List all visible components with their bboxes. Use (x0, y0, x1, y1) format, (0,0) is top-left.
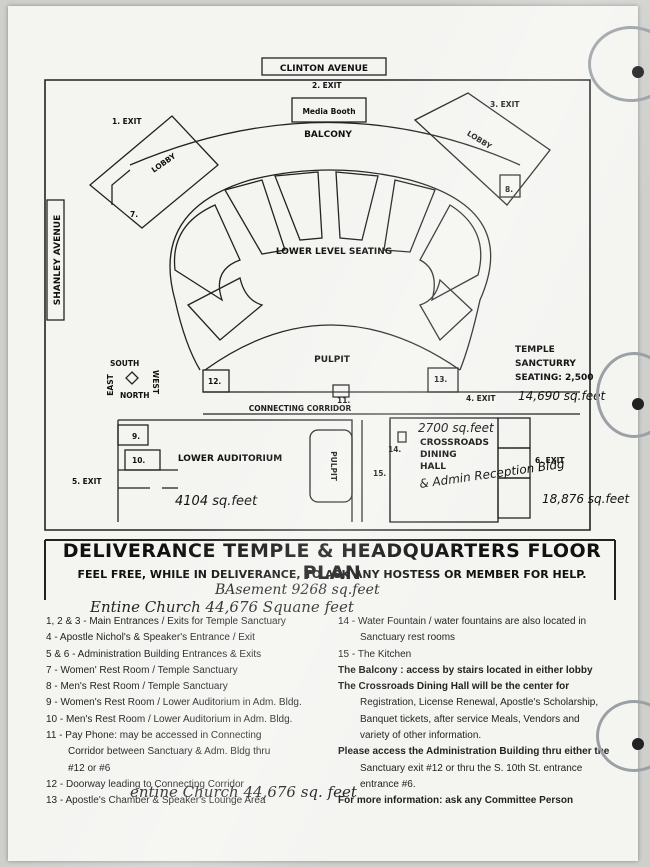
floor-plan-title: DELIVERANCE TEMPLE & HEADQUARTERS FLOOR … (62, 540, 602, 584)
legend-item: 5 & 6 - Administration Building Entrance… (46, 648, 262, 660)
legend-item: variety of other information. (360, 730, 482, 742)
room-9-label: 9. (132, 432, 140, 441)
legend-item: 13 - Apostle's Chamber & Speaker's Loung… (46, 795, 266, 807)
room-10-label: 10. (132, 456, 145, 465)
street-shanley-avenue: SHANLEY AVENUE (53, 215, 63, 306)
room-14-label: 14. (388, 445, 401, 454)
handwritten-sanctuary-sqft: 14,690 sq.feet (518, 389, 606, 403)
legend-item: Sanctuary exit #12 or thru the S. 10th S… (360, 762, 583, 774)
legend-item: 9 - Women's Rest Room / Lower Auditorium… (46, 697, 302, 709)
media-booth-label: Media Booth (302, 107, 355, 116)
left-lobby-label: LOBBY (150, 151, 178, 174)
legend-item: 11 - Pay Phone: may be accessed in Conne… (46, 730, 262, 742)
right-lobby-label: LOBBY (465, 129, 493, 151)
dining-hall-line-3: HALL (420, 462, 446, 472)
floor-plan-subtitle: FEEL FREE, WHILE IN DELIVERANCE, TO ASK … (77, 568, 587, 581)
legend-item: Banquet tickets, after service Meals, Ve… (360, 713, 580, 725)
pulpit-vertical-label: PULPIT (329, 451, 338, 482)
handwritten-auditorium-sqft: 4104 sq.feet (175, 494, 258, 509)
legend-item: 10 - Men's Rest Room / Lower Auditorium … (46, 713, 293, 725)
exit-5-label: 5. EXIT (72, 477, 102, 486)
exit-4-label: 4. EXIT (466, 394, 496, 403)
handwritten-basement-note: BAsement 9268 sq.feet (215, 582, 380, 598)
room-12-label: 12. (208, 377, 221, 386)
legend-item: 15 - The Kitchen (338, 648, 412, 660)
binder-ring-bottom (596, 700, 650, 772)
legend-item: Please access the Administration Buildin… (338, 746, 610, 758)
lower-level-seating-label: LOWER LEVEL SEATING (276, 247, 392, 257)
street-clinton-avenue: CLINTON AVENUE (280, 64, 368, 74)
exit-3-label: 3. EXIT (490, 100, 520, 109)
legend-item: 14 - Water Fountain / water fountains ar… (338, 616, 587, 627)
room-8-label: 8. (505, 185, 513, 194)
paper-sheet (8, 6, 638, 861)
legend-item: entrance #6. (360, 778, 416, 790)
legend-item: Registration, License Renewal, Apostle's… (360, 697, 599, 709)
lower-auditorium-label: LOWER AUDITORIUM (178, 454, 282, 464)
exit-2-label: 2. EXIT (312, 81, 342, 90)
dining-hall-line-1: CROSSROADS (420, 438, 489, 448)
compass-south: SOUTH (110, 359, 139, 368)
handwritten-entire-church-note-2: entine Church 44,676 sq. feet (130, 783, 357, 801)
legend-item: 7 - Women' Rest Room / Temple Sanctuary (46, 664, 238, 676)
room-11-label: 11. (337, 396, 350, 405)
balcony-label: BALCONY (304, 130, 352, 140)
legend-item: 4 - Apostle Nichol's & Speaker's Entranc… (46, 632, 255, 644)
legend-item: For more information: ask any Committee … (338, 795, 574, 807)
compass-west: WEST (151, 370, 160, 395)
legend-item: Corridor between Sanctuary & Adm. Bldg t… (68, 746, 271, 758)
legend-item: #12 or #6 (68, 762, 111, 774)
handwritten-entire-church-note: Entine Church 44,676 Squane feet (90, 598, 354, 616)
exit-6-label: 6. EXIT (535, 456, 565, 465)
compass-east: EAST (106, 373, 115, 395)
connecting-corridor-label: CONNECTING CORRIDOR (249, 404, 352, 413)
room-7-label: 7. (130, 210, 138, 219)
legend-item: 12 - Doorway leading to Connecting Corri… (46, 778, 244, 790)
legend-item: 1, 2 & 3 - Main Entrances / Exits for Te… (46, 616, 286, 627)
legend-item: The Crossroads Dining Hall will be the c… (338, 681, 570, 693)
pulpit-label: PULPIT (314, 355, 351, 365)
legend-left-column: 1, 2 & 3 - Main Entrances / Exits for Te… (46, 614, 302, 810)
legend-item: The Balcony : access by stairs located i… (338, 664, 593, 676)
handwritten-admin-sqft: 18,876 sq.feet (542, 492, 630, 506)
dining-hall-line-2: DINING (420, 450, 457, 460)
legend-right-column: 14 - Water Fountain / water fountains ar… (338, 614, 609, 810)
room-15-label: 15. (373, 469, 386, 478)
sanctuary-line-1: TEMPLE (515, 345, 555, 355)
legend-item: 8 - Men's Rest Room / Temple Sanctuary (46, 681, 228, 693)
exit-1-label: 1. EXIT (112, 117, 142, 126)
sanctuary-line-2: SANCTURRY (515, 359, 576, 369)
binder-ring-top (588, 26, 650, 102)
sanctuary-line-3: SEATING: 2,500 (515, 373, 594, 383)
compass-north: NORTH (120, 391, 149, 400)
room-13-label: 13. (434, 375, 447, 384)
handwritten-dining-sqft: 2700 sq.feet (418, 421, 495, 435)
legend-item: Sanctuary rest rooms (360, 632, 456, 644)
